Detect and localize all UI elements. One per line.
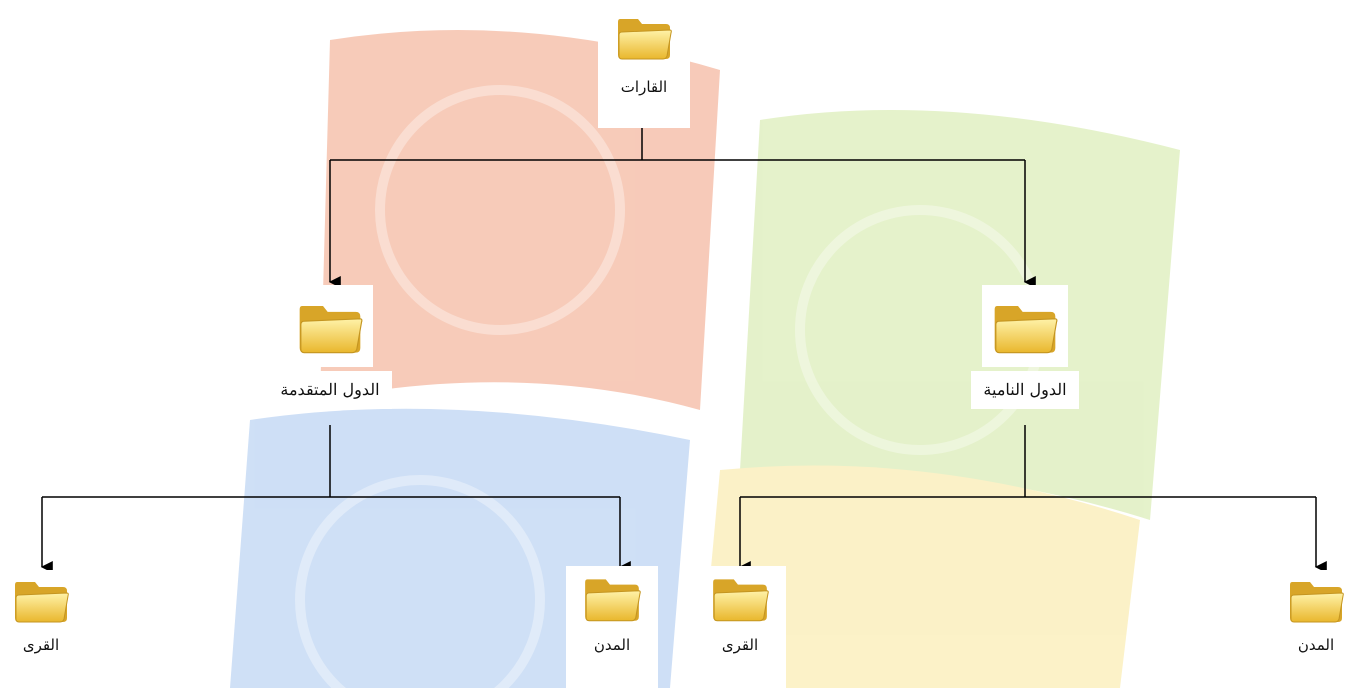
folder-icon: [295, 291, 365, 363]
node-developing-countries[interactable]: الدول النامية: [935, 285, 1115, 425]
wallpaper-globe-red: [375, 85, 625, 335]
wallpaper-yellow-pane: [700, 465, 1140, 688]
folder-icon-box: [982, 285, 1068, 367]
node-developed-cities[interactable]: المدن: [566, 566, 658, 688]
node-developed-countries[interactable]: الدول المتقدمة: [240, 285, 420, 425]
folder-icon-box: [287, 285, 373, 367]
node-label: المدن: [1297, 636, 1335, 654]
node-developing-cities[interactable]: المدن: [1272, 570, 1360, 688]
folder-icon: [11, 570, 71, 630]
node-developing-villages[interactable]: القرى: [694, 566, 786, 688]
node-continents[interactable]: القارات: [598, 0, 690, 128]
folder-icon: [614, 2, 674, 72]
node-label: القرى: [22, 636, 60, 654]
node-developed-villages[interactable]: القرى: [0, 570, 82, 688]
folder-icon: [1286, 570, 1346, 630]
folder-icon: [709, 566, 771, 630]
node-label: الدول المتقدمة: [268, 371, 392, 409]
folder-icon: [581, 566, 643, 630]
folder-icon: [990, 291, 1060, 363]
node-label: المدن: [593, 636, 631, 654]
node-label: الدول النامية: [971, 371, 1079, 409]
wallpaper-green-pane: [740, 110, 1180, 520]
node-label: القارات: [620, 78, 668, 96]
wallpaper-globe-blue: [295, 475, 545, 688]
node-label: القرى: [721, 636, 759, 654]
